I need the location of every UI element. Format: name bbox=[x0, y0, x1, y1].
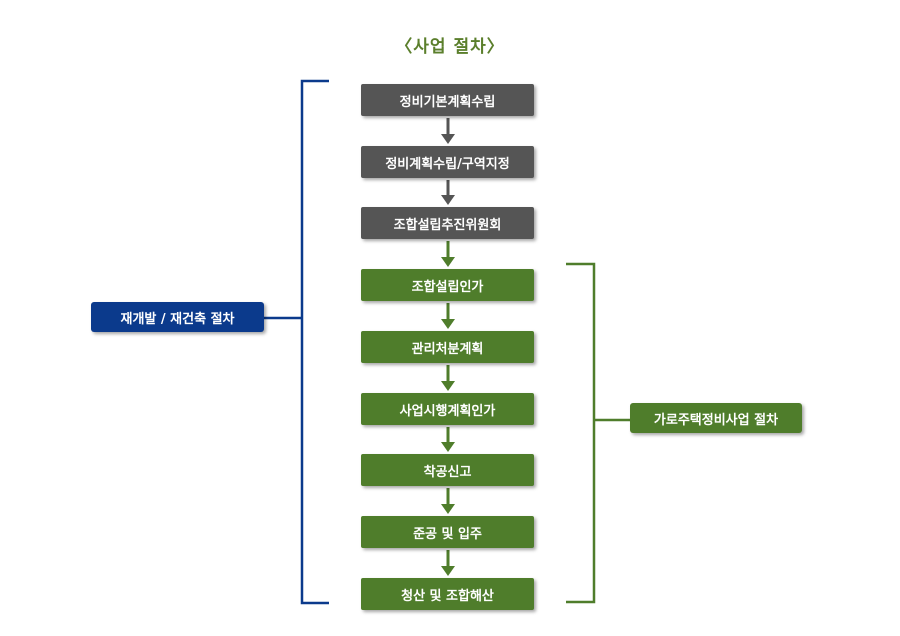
step-3: 조합설립추진위원회 bbox=[361, 207, 534, 239]
left-bracket bbox=[300, 79, 329, 605]
arrow-head-6 bbox=[441, 442, 455, 452]
arrow-head-3 bbox=[441, 257, 455, 267]
redevelopment-procedure-label: 재개발 / 재건축 절차 bbox=[91, 302, 264, 332]
diagram-title: 〈사업 절차〉 bbox=[395, 37, 505, 57]
arrow-head-8 bbox=[441, 566, 455, 576]
arrow-head-4 bbox=[441, 319, 455, 329]
arrow-head-2 bbox=[441, 195, 455, 205]
arrow-head-7 bbox=[441, 504, 455, 514]
arrow-head-5 bbox=[441, 381, 455, 391]
street-housing-procedure-label: 가로주택정비사업 절차 bbox=[630, 403, 802, 433]
step-8: 준공 및 입주 bbox=[361, 516, 534, 548]
flow-arrows bbox=[441, 118, 455, 576]
step-7: 착공신고 bbox=[361, 454, 534, 486]
step-5: 관리처분계획 bbox=[361, 331, 534, 363]
step-4: 조합설립인가 bbox=[361, 269, 534, 301]
right-bracket bbox=[566, 262, 596, 604]
arrow-head-1 bbox=[441, 134, 455, 144]
step-2: 정비계획수립/구역지정 bbox=[361, 146, 534, 178]
step-1: 정비기본계획수립 bbox=[361, 84, 534, 116]
step-6: 사업시행계획인가 bbox=[361, 393, 534, 425]
step-9: 청산 및 조합해산 bbox=[361, 578, 534, 610]
